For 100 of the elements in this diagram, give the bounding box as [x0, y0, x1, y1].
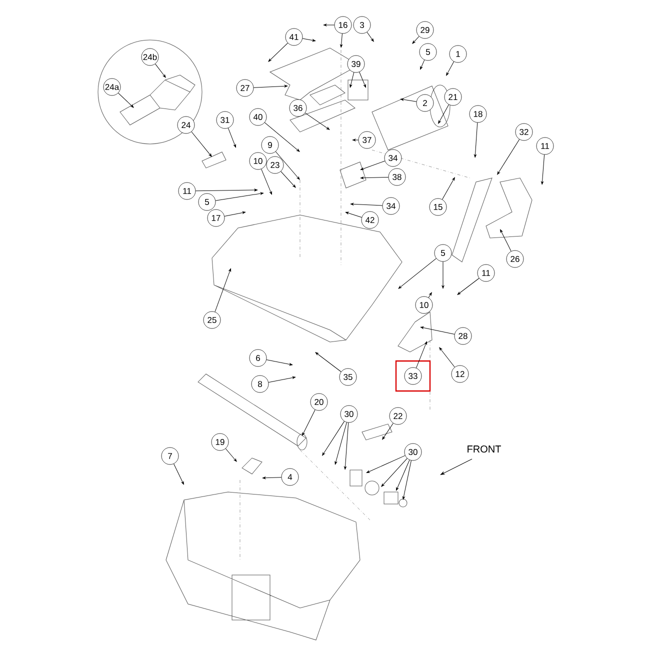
leader-line	[118, 92, 134, 108]
leader-line	[214, 268, 232, 312]
leader-line	[416, 341, 427, 368]
leader-line	[382, 423, 394, 440]
leader-line	[474, 122, 478, 158]
leader-line	[359, 72, 366, 88]
callout-number: 30	[340, 405, 358, 423]
callout-number: 39	[347, 55, 365, 73]
leader-line	[381, 458, 408, 487]
callout-number: 17	[207, 209, 225, 227]
callout-number: 16	[334, 16, 352, 34]
callout-number: 18	[469, 105, 487, 123]
leader-line	[345, 212, 362, 218]
callout-number: 3	[353, 16, 371, 34]
leader-line	[262, 476, 282, 480]
callout-number: 23	[266, 156, 284, 174]
leader-line	[268, 42, 288, 62]
leader-line	[224, 211, 246, 217]
leader-line	[439, 347, 455, 368]
callout-number: 19	[211, 433, 229, 451]
leader-line	[322, 421, 345, 456]
leader-line	[344, 422, 349, 470]
highlight-box	[395, 360, 431, 392]
leader-line	[396, 460, 410, 491]
leader-line	[398, 258, 436, 289]
callout-number: 33	[404, 367, 422, 385]
callout-number: 27	[236, 79, 254, 97]
leader-line	[174, 464, 184, 485]
leader-line	[442, 261, 444, 289]
direction-label: FRONT	[468, 445, 501, 453]
leader-line	[500, 229, 512, 252]
leader-line	[195, 188, 258, 192]
callout-number: 24b	[141, 48, 159, 66]
callout-number: 34	[382, 197, 400, 215]
callout-number: 7	[161, 447, 179, 465]
callout-number: 35	[339, 368, 357, 386]
callout-number: 24a	[103, 78, 121, 96]
leader-line	[264, 122, 300, 152]
leader-line	[497, 139, 520, 175]
leader-line	[457, 278, 480, 295]
leader-line	[446, 61, 454, 76]
leader-line	[191, 132, 212, 157]
leader-line	[412, 36, 420, 44]
leader-line	[352, 138, 359, 142]
callout-number: 10	[249, 152, 267, 170]
leader-line	[155, 64, 166, 78]
callout-number: 38	[388, 168, 406, 186]
leader-line	[402, 460, 412, 500]
callout-number: 9	[261, 136, 279, 154]
callout-number: 42	[361, 211, 379, 229]
callout-number: 15	[429, 198, 447, 216]
leader-line	[275, 151, 300, 180]
leader-line	[428, 292, 432, 298]
callout-number: 24	[177, 116, 195, 134]
callout-number: 32	[515, 123, 533, 141]
leader-line	[280, 171, 296, 188]
callout-number: 22	[389, 407, 407, 425]
leader-line	[360, 176, 389, 180]
leader-line	[253, 84, 288, 88]
callout-number: 8	[251, 375, 269, 393]
callout-number: 6	[249, 349, 267, 367]
leader-line	[366, 32, 374, 42]
callout-number: 36	[289, 99, 307, 117]
leader-line	[215, 192, 264, 201]
leader-line	[266, 359, 293, 366]
callout-number: 29	[416, 21, 434, 39]
leader-line	[541, 154, 545, 185]
callout-number: 12	[451, 365, 469, 383]
leader-line	[302, 38, 316, 42]
leader-line	[315, 352, 342, 372]
leader-line	[420, 60, 425, 70]
callout-number: 11	[178, 182, 196, 200]
callout-number: 40	[249, 108, 267, 126]
callout-number: 1	[449, 45, 467, 63]
leader-line	[400, 98, 417, 102]
callout-number: 41	[285, 28, 303, 46]
leader-line	[350, 72, 354, 88]
leader-line	[261, 168, 272, 195]
callout-number: 5	[434, 244, 452, 262]
callout-number: 21	[444, 88, 462, 106]
leader-line	[366, 455, 406, 473]
callout-number: 11	[536, 137, 554, 155]
leader-line	[225, 448, 237, 462]
leader-line	[268, 376, 296, 383]
callout-number: 10	[415, 296, 433, 314]
callout-number: 11	[477, 264, 495, 282]
leader-line	[442, 177, 455, 200]
leader-line	[334, 422, 347, 465]
leader-line	[304, 112, 330, 130]
callout-number: 26	[506, 250, 524, 268]
leader-line	[360, 160, 386, 170]
leader-line	[350, 202, 383, 206]
callout-number: 28	[454, 327, 472, 345]
leader-line	[420, 326, 455, 334]
callout-number: 25	[203, 311, 221, 329]
leader-line	[438, 104, 450, 124]
callout-number: 5	[198, 193, 216, 211]
callout-number: 4	[281, 468, 299, 486]
callout-number: 37	[358, 131, 376, 149]
callout-number: 31	[216, 111, 234, 129]
